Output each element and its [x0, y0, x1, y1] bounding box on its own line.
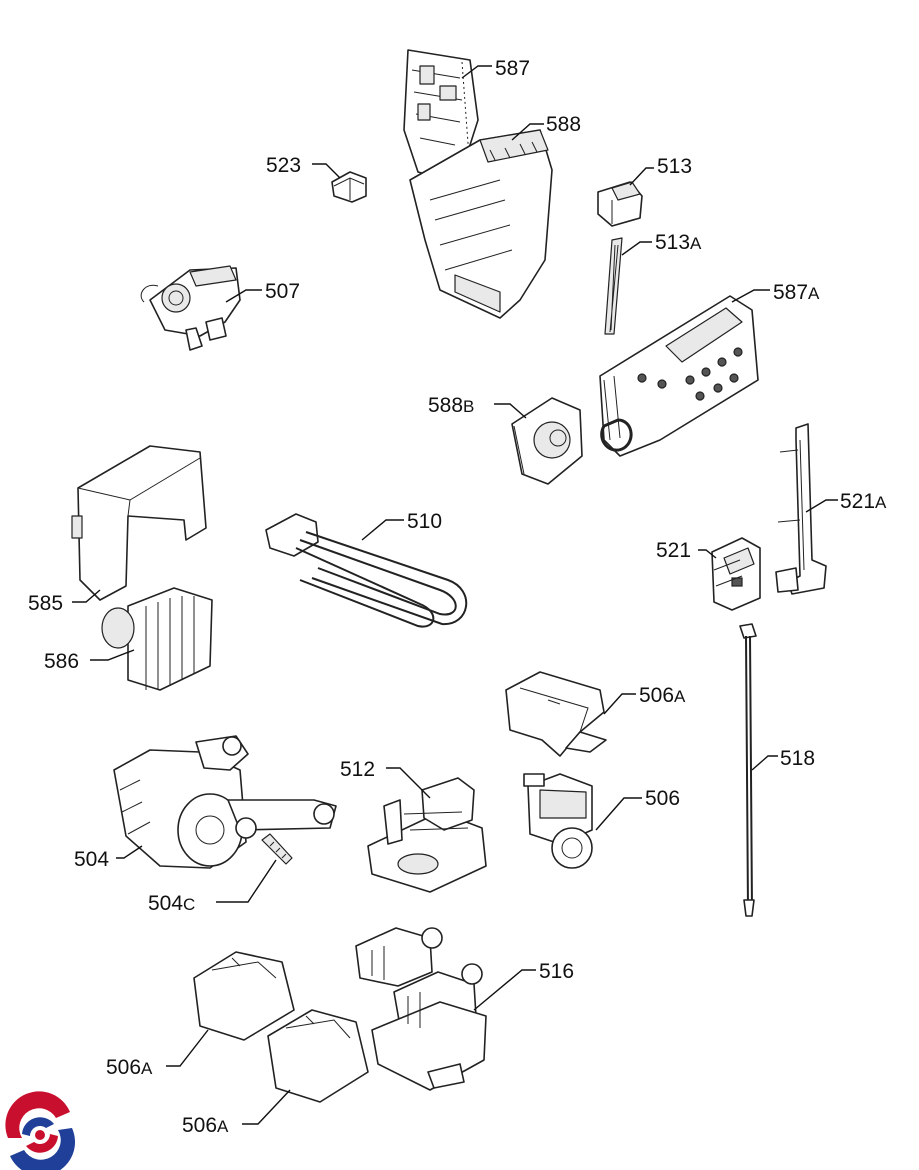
leader-504c: [216, 859, 277, 903]
leader-587a: [731, 289, 770, 303]
leader-586: [90, 649, 135, 661]
label-523: 523: [266, 154, 301, 177]
label-506a-mid: 506A: [106, 1056, 153, 1079]
part-523-clip: [331, 171, 367, 203]
leader-512: [386, 767, 431, 799]
part-507-inlet-valve: [140, 265, 241, 351]
leader-506a-bot: [242, 1089, 291, 1125]
part-510-heating-element: [265, 513, 468, 628]
part-521a-lock-lever: [775, 423, 827, 595]
leader-523: [312, 163, 341, 179]
part-504c-bolt: [261, 833, 293, 865]
label-588b: 588B: [428, 394, 474, 417]
leader-587: [461, 65, 492, 79]
leader-521: [698, 549, 717, 559]
label-588: 588: [546, 113, 581, 136]
label-504c: 504C: [148, 892, 195, 915]
label-586: 586: [44, 650, 79, 673]
part-504-motor: [113, 735, 337, 869]
leader-507: [225, 289, 262, 303]
label-518: 518: [780, 747, 815, 770]
label-507: 507: [265, 280, 300, 303]
label-510: 510: [407, 510, 442, 533]
part-518-cable: [739, 623, 757, 917]
part-588-board-housing: [409, 129, 553, 319]
label-504: 504: [74, 848, 109, 871]
part-585-cover: [71, 445, 207, 601]
part-521-door-lock: [711, 537, 761, 611]
leader-510: [361, 519, 404, 541]
label-521a: 521A: [840, 490, 887, 513]
part-513-door-switch: [597, 181, 643, 227]
leader-504: [116, 845, 143, 859]
part-513a-rod: [604, 237, 623, 335]
part-586-filter: [101, 587, 213, 691]
part-506-drain-pump: [523, 773, 593, 869]
leader-588b: [494, 403, 527, 419]
part-506a-mid-cover: [193, 951, 295, 1041]
label-512: 512: [340, 758, 375, 781]
part-516-drain-pump-assembly: [355, 927, 487, 1091]
label-516: 516: [539, 960, 574, 983]
label-506a-top: 506A: [639, 684, 686, 707]
leader-518: [751, 755, 778, 771]
part-506a-bottom-cover: [267, 1009, 369, 1103]
label-587: 587: [495, 57, 530, 80]
part-506a-top-cover: [505, 671, 607, 757]
brand-logo-icon: [4, 1091, 76, 1170]
part-587-control-board: [403, 49, 479, 179]
leader-521a: [805, 499, 838, 513]
leader-506: [595, 797, 642, 831]
leader-585: [72, 589, 101, 603]
part-588b-selector-housing: [511, 397, 583, 485]
label-587a: 587A: [773, 281, 820, 304]
label-513a: 513A: [655, 231, 702, 254]
part-512-pump-bracket: [367, 777, 487, 893]
leader-506a-top: [603, 693, 636, 715]
leader-513a: [621, 241, 652, 256]
leader-516: [473, 969, 536, 1011]
leader-513: [629, 167, 654, 186]
leader-506a-mid: [166, 1029, 209, 1067]
label-585: 585: [28, 592, 63, 615]
label-513: 513: [657, 155, 692, 178]
label-506: 506: [645, 787, 680, 810]
label-506a-bot: 506A: [182, 1114, 229, 1137]
leader-588: [511, 123, 544, 141]
part-587a-display-module: [599, 295, 759, 457]
label-521: 521: [656, 539, 691, 562]
